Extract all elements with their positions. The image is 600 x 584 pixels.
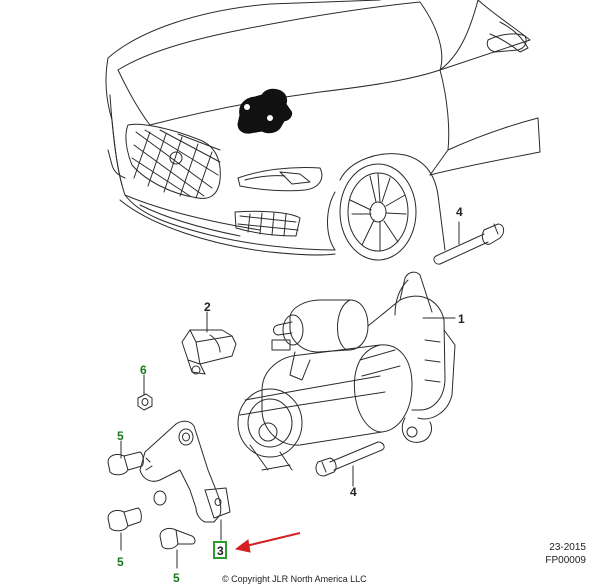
starter-location-marker: [237, 88, 293, 134]
callout-2: 2: [204, 300, 211, 314]
reference-code: FP00009: [545, 555, 586, 566]
callout-5-left-upper: 5: [117, 429, 124, 443]
leader-lines: [120, 221, 460, 569]
copyright-footer: © Copyright JLR North America LLC: [222, 574, 367, 584]
bolt-5-bottom: [159, 527, 196, 550]
starter-motor: [237, 271, 456, 471]
bolt-4-lower: [315, 441, 385, 477]
callouts: 1 2 4 4 5 5 5 6 3: [117, 205, 465, 583]
callout-4-lower: 4: [350, 485, 357, 499]
callout-4-upper: 4: [456, 205, 463, 219]
callout-6: 6: [140, 363, 147, 377]
callout-5-left-lower: 5: [117, 555, 124, 569]
callout-3: 3: [217, 544, 224, 558]
vehicle-illustration: [105, 0, 541, 261]
nut-6: [137, 393, 153, 411]
reference-date: 23-2015: [549, 542, 586, 553]
bolt-5-left-upper: [107, 451, 144, 476]
bolt-5-left-lower: [107, 507, 142, 532]
part-2-sensor: [181, 329, 237, 375]
bolt-4-upper: [433, 223, 505, 265]
callout-5-bottom: 5: [173, 571, 180, 583]
mounting-bracket: [139, 420, 231, 523]
callout-1: 1: [458, 312, 465, 326]
red-arrow: [234, 532, 301, 553]
callout-3-highlight-box: [213, 541, 227, 559]
